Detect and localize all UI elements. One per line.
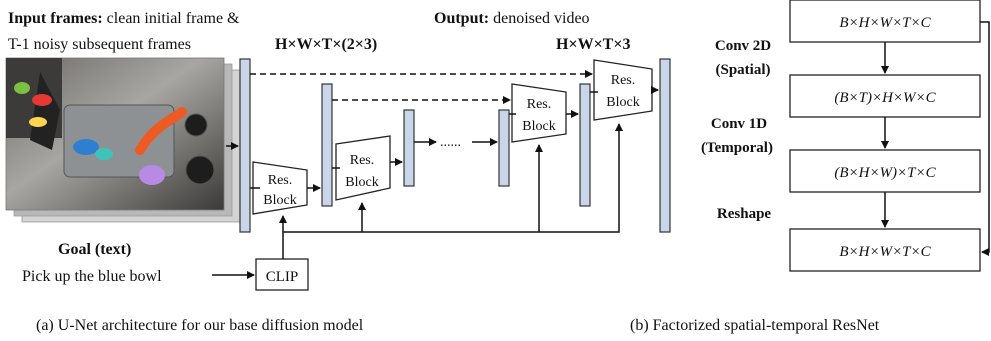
blue-bowl xyxy=(73,139,99,155)
op-conv1d-label: Conv 1D xyxy=(711,116,767,132)
feature-bar-6 xyxy=(659,58,671,233)
res-block-2: Res. Block xyxy=(335,135,391,201)
teal-object xyxy=(95,148,113,160)
op-reshape-label: Reshape xyxy=(717,206,772,222)
feature-bar-1 xyxy=(239,58,251,233)
svg-text:B×H×W×T×C: B×H×W×T×C xyxy=(839,244,931,260)
caption-b: (b) Factorized spatial-temporal ResNet xyxy=(630,317,880,334)
svg-text:Block: Block xyxy=(263,193,296,208)
feature-bar-2 xyxy=(321,83,333,207)
robot-arm xyxy=(30,72,60,150)
green-object xyxy=(14,82,30,94)
svg-text:Res.: Res. xyxy=(350,153,375,168)
residual-path xyxy=(980,21,990,256)
svg-text:Res.: Res. xyxy=(611,73,636,88)
op-conv2d-sub: (Spatial) xyxy=(715,62,770,78)
res-block-3: Res. Block xyxy=(511,83,567,143)
svg-text:Res.: Res. xyxy=(268,173,293,188)
svg-text:Block: Block xyxy=(345,175,378,190)
conditioning-bus xyxy=(282,123,623,259)
shape-box-3: (B×H×W)×T×C xyxy=(789,149,981,193)
goal-title: Goal (text) xyxy=(58,241,131,258)
op-conv1d-sub: (Temporal) xyxy=(701,140,773,156)
svg-text:(B×T)×H×W×C: (B×T)×H×W×C xyxy=(834,90,936,106)
svg-text:Block: Block xyxy=(606,95,639,110)
shape-box-1: B×H×W×T×C xyxy=(789,0,981,43)
svg-text:Block: Block xyxy=(522,119,555,134)
carrot xyxy=(135,107,187,155)
output-heading: Output: denoised video xyxy=(434,10,590,27)
feature-bar-3 xyxy=(403,109,415,187)
shape-box-4: B×H×W×T×C xyxy=(789,228,981,272)
input-frames-desc: T-1 noisy subsequent frames xyxy=(8,36,191,53)
yellow-object xyxy=(29,117,47,127)
caption-a: (a) U-Net architecture for our base diff… xyxy=(36,317,364,334)
stove-burner-1 xyxy=(185,155,215,185)
input-frames-image xyxy=(5,57,241,223)
shape-box-2: (B×T)×H×W×C xyxy=(789,74,981,118)
input-dims-label: H×W×T×(2×3) xyxy=(275,36,377,53)
goal-text: Pick up the blue bowl xyxy=(22,268,162,285)
svg-text:(B×H×W)×T×C: (B×H×W)×T×C xyxy=(834,165,936,181)
output-dims-label: H×W×T×3 xyxy=(556,36,630,53)
feature-bar-4 xyxy=(498,109,510,187)
svg-text:B×H×W×T×C: B×H×W×T×C xyxy=(839,15,931,31)
res-block-1: Res. Block xyxy=(252,161,308,215)
stove-burner-2 xyxy=(184,113,208,137)
purple-pot xyxy=(139,165,165,185)
ellipsis-dots: ...... xyxy=(440,135,461,150)
svg-text:CLIP: CLIP xyxy=(266,269,299,285)
input-frames-heading: Input frames: clean initial frame & xyxy=(8,10,240,27)
sink xyxy=(63,104,175,178)
red-object xyxy=(32,94,52,106)
clip-box: CLIP xyxy=(255,258,309,291)
res-block-4: Res. Block xyxy=(593,59,653,121)
feature-bar-5 xyxy=(579,83,591,207)
svg-text:Res.: Res. xyxy=(527,97,552,112)
op-conv2d-label: Conv 2D xyxy=(715,38,771,54)
